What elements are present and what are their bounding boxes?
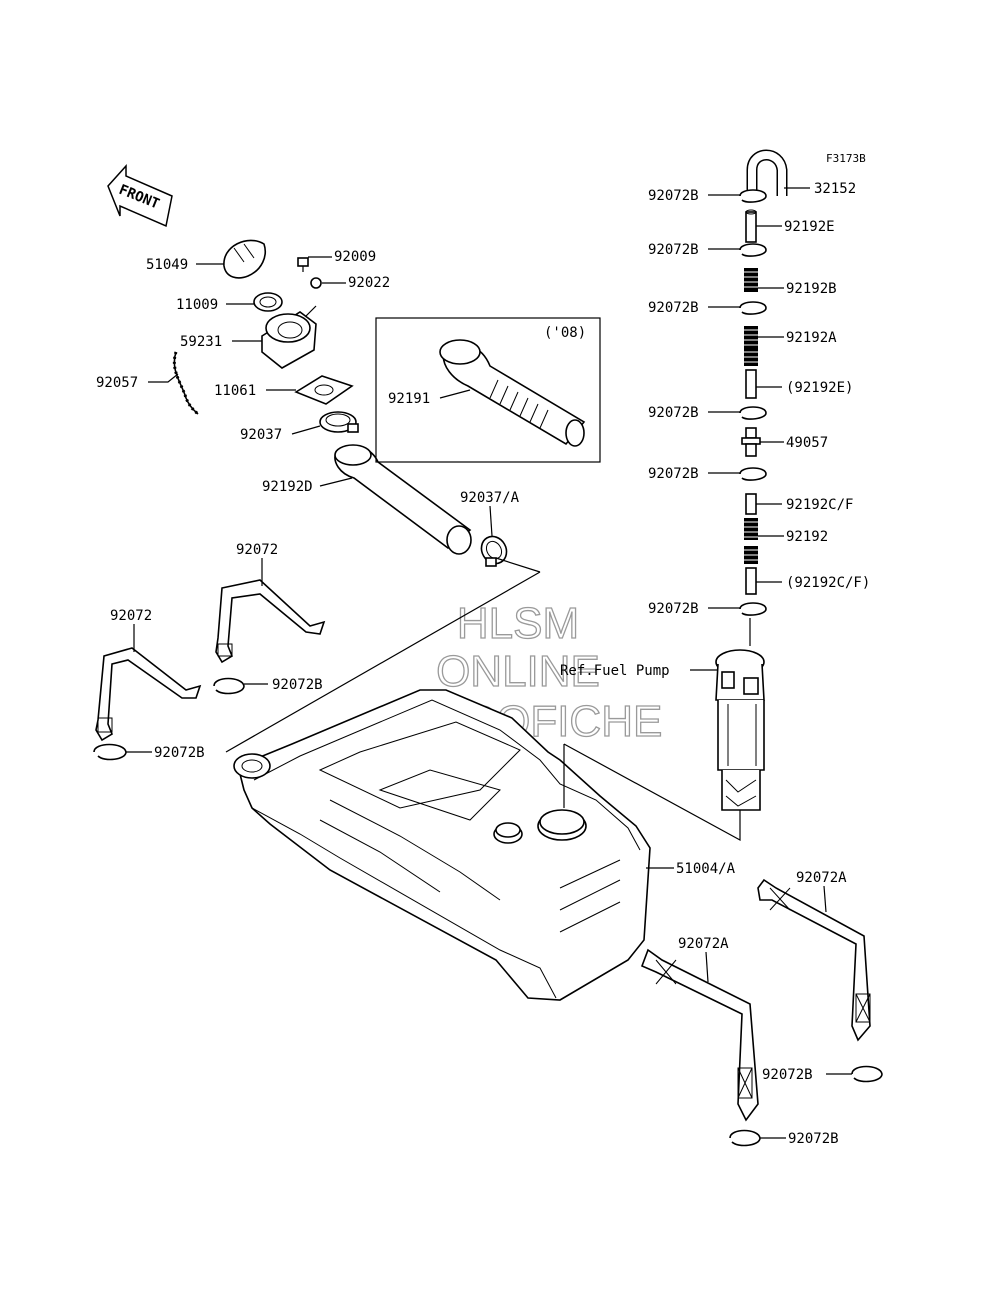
tube-92192E: [745, 211, 757, 243]
joint-49057: [741, 427, 761, 457]
leader-92037: [291, 425, 321, 435]
clip-92072B-r4: [739, 406, 767, 420]
screw-92009: [297, 257, 309, 272]
label-92192E: 92192E: [784, 219, 835, 235]
label-92072B-r4: 92072B: [648, 405, 699, 421]
filter-92192B: [744, 268, 758, 292]
inset-year: ('08): [544, 325, 586, 341]
label-59231: 59231: [180, 334, 222, 350]
washer-92022: [310, 277, 322, 289]
filter-92192-lower: [744, 546, 758, 564]
label-11061: 11061: [214, 383, 256, 399]
valve-92192: [744, 518, 758, 540]
leader-92191: [439, 389, 471, 399]
label-92072B-left-2: 92072B: [154, 745, 205, 761]
gasket-11009: [253, 292, 283, 312]
assembly-line-hose: [225, 571, 541, 753]
label-92072A-right: 92072A: [796, 870, 847, 886]
label-92037: 92037: [240, 427, 282, 443]
leader-92072A-lower: [705, 951, 709, 983]
clip-92072B-r1: [739, 189, 767, 203]
clamp-92037: [319, 411, 359, 433]
fuel-pump: [715, 618, 765, 820]
strap-92072A-right: [757, 878, 871, 1042]
label-92192B: 92192B: [786, 281, 837, 297]
label-92192: 92192: [786, 529, 828, 545]
clip-92072B-r5: [739, 467, 767, 481]
label-92072B-r6: 92072B: [648, 601, 699, 617]
gasket-11061: [294, 375, 354, 405]
label-92072B-r5: 92072B: [648, 466, 699, 482]
tube-92192CF-ref: [745, 567, 757, 595]
diagram-code: F3173B: [826, 152, 866, 165]
label-92009: 92009: [334, 249, 376, 265]
clip-92072B-right-2: [729, 1129, 761, 1147]
leader-92057: [148, 373, 179, 383]
watermark-line-2: ONLINE: [436, 647, 600, 696]
clamp-92037A: [480, 535, 508, 567]
clip-92072B-r2: [739, 243, 767, 257]
label-49057: 49057: [786, 435, 828, 451]
hose-92192D: [334, 444, 472, 555]
label-92192A: 92192A: [786, 330, 837, 346]
label-92192D: 92192D: [262, 479, 313, 495]
hose-92191: [439, 339, 586, 447]
label-51004A: 51004/A: [676, 861, 736, 877]
cap-cover-51049: [223, 239, 266, 279]
label-92072-upper: 92072: [236, 542, 278, 558]
valve-92192A: [744, 326, 758, 366]
strap-92072-upper: [215, 579, 326, 664]
label-92072B-right-1: 92072B: [762, 1067, 813, 1083]
breather-hose-32152: [746, 149, 788, 198]
label-11009: 11009: [176, 297, 218, 313]
strap-92072A-lower: [640, 948, 759, 1122]
label-92191: 92191: [388, 391, 430, 407]
label-92192E-ref: (92192E): [786, 380, 853, 396]
label-92192CF: 92192C/F: [786, 497, 853, 513]
label-92072B-r3: 92072B: [648, 300, 699, 316]
label-92072-lower: 92072: [110, 608, 152, 624]
label-92072B-r1: 92072B: [648, 188, 699, 204]
watermark-line-1: HLSM: [457, 599, 579, 648]
label-92072B-left-1: 92072B: [272, 677, 323, 693]
fuel-tank-51004A: [233, 689, 651, 1001]
strap-92057: [173, 351, 199, 415]
label-92057: 92057: [96, 375, 138, 391]
tube-92192CF: [745, 493, 757, 515]
leader-92037A: [489, 505, 493, 537]
front-arrow-icon: FRONT: [107, 164, 173, 228]
clip-92072B-left-2: [93, 743, 127, 761]
clip-92072B-right-1: [851, 1065, 883, 1083]
filler-neck-59231: [261, 305, 317, 369]
tube-92192E-ref: [745, 369, 757, 399]
clip-92072B-left-1: [213, 677, 245, 695]
leader-92072A-right: [823, 885, 827, 913]
leader-92192D: [319, 477, 353, 487]
clip-92072B-r3: [739, 301, 767, 315]
label-92037A: 92037/A: [460, 490, 520, 506]
label-51049: 51049: [146, 257, 188, 273]
ref-fuel-pump: Ref.Fuel Pump: [560, 663, 670, 679]
label-92022: 92022: [348, 275, 390, 291]
strap-92072-lower: [95, 647, 202, 742]
label-92192CF-ref: (92192C/F): [786, 575, 870, 591]
label-92072B-r2: 92072B: [648, 242, 699, 258]
clip-92072B-r6: [739, 602, 767, 616]
inset-box: [375, 317, 601, 463]
label-92072B-right-2: 92072B: [788, 1131, 839, 1147]
label-92072A-lower: 92072A: [678, 936, 729, 952]
label-32152: 32152: [814, 181, 856, 197]
